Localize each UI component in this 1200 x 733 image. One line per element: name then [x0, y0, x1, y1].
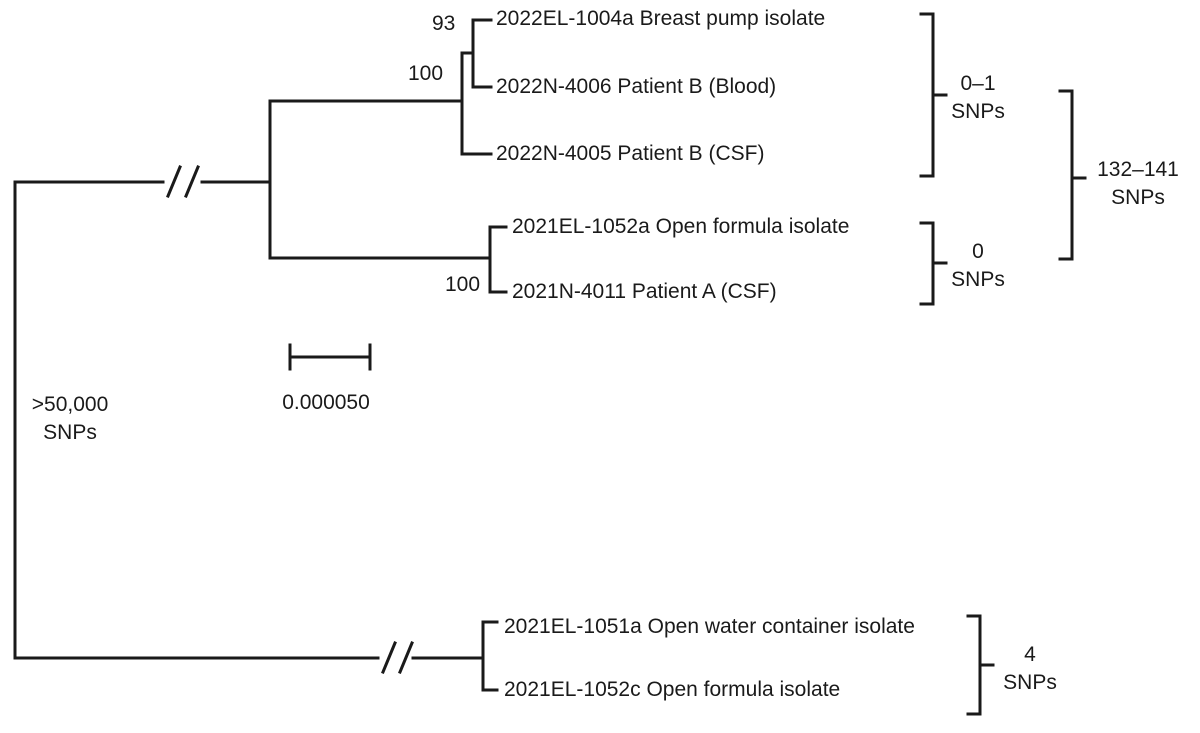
bracket-patient-b-snps [919, 12, 948, 178]
snp-unit: SNPs [1003, 671, 1057, 694]
snp-value: 132–141 [1097, 158, 1179, 181]
snp-value: 0 [972, 240, 984, 263]
snp-value: 4 [1024, 643, 1036, 666]
scale-bar [288, 343, 372, 371]
snp-label-between-clades: 132–141 SNPs [1068, 156, 1200, 212]
snp-value: >50,000 [31, 393, 109, 416]
snp-unit: SNPs [951, 100, 1005, 123]
taxon-label-patient-b-blood-4006: 2022N-4006 Patient B (Blood) [496, 75, 777, 98]
branch-break-icon [381, 641, 414, 674]
taxon-label-water-container-1051a: 2021EL-1051a Open water container isolat… [504, 615, 915, 638]
snp-label-root-divergence: >50,000 SNPs [0, 391, 140, 447]
taxon-label-open-formula-1052a: 2021EL-1052a Open formula isolate [512, 215, 850, 238]
snp-value: 0–1 [960, 72, 996, 95]
snp-label-patient-a: 0 SNPs [908, 238, 1048, 294]
taxon-label-patient-a-csf-4011: 2021N-4011 Patient A (CSF) [512, 280, 777, 303]
bootstrap-value-100-upper: 100 [408, 62, 444, 85]
branch-break-icon [166, 165, 200, 198]
bootstrap-value-100-lower: 100 [445, 273, 481, 296]
root-branch [13, 180, 380, 660]
taxon-label-patient-b-csf-4005: 2022N-4005 Patient B (CSF) [496, 142, 765, 165]
bracket-between-clades-snps [1058, 89, 1087, 261]
snp-label-patient-b: 0–1 SNPs [908, 70, 1048, 126]
taxon-label-breast-pump-1004a: 2022EL-1004a Breast pump isolate [496, 7, 826, 30]
scale-bar-label: 0.000050 [282, 391, 370, 414]
snp-unit: SNPs [1111, 186, 1165, 209]
taxon-label-open-formula-1052c: 2021EL-1052c Open formula isolate [504, 678, 841, 701]
bracket-patient-a-snps [919, 221, 948, 306]
snp-unit: SNPs [43, 421, 97, 444]
bracket-environmental-snps [966, 614, 995, 716]
bootstrap-value-93: 93 [432, 12, 456, 35]
snp-unit: SNPs [951, 268, 1005, 291]
snp-label-environmental: 4 SNPs [960, 641, 1100, 697]
